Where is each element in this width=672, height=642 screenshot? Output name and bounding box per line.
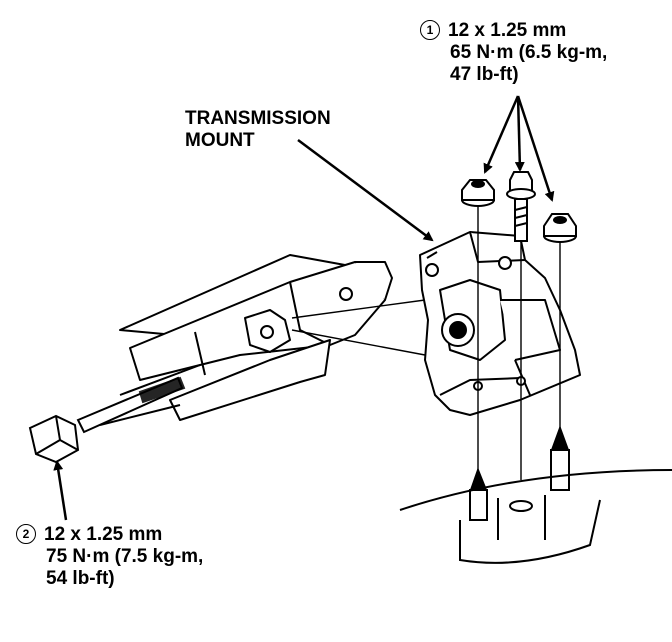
spec-2-arrow (53, 460, 68, 521)
torque-spec-1-size: 12 x 1.25 mm (448, 20, 567, 41)
torque-spec-2-line-3: 54 lb-ft) (46, 568, 115, 589)
torque-spec-2-line-1: 2 12 x 1.25 mm (16, 524, 203, 546)
torque-spec-1-line-1: 1 12 x 1.25 mm (420, 20, 607, 42)
transmission-mount-label-line-2: MOUNT (185, 130, 255, 151)
flange-bolt-icon (506, 171, 536, 242)
torque-spec-2: 2 12 x 1.25 mm 75 N·m (7.5 kg-m, 54 lb-ft… (16, 524, 203, 590)
torque-spec-1: 1 12 x 1.25 mm 65 N·m (6.5 kg-m, 47 lb-ft… (420, 20, 607, 86)
transmission-case-outline (399, 469, 672, 564)
alignment-lines (477, 206, 561, 480)
stud-icon (469, 425, 570, 521)
transmission-mount-label: TRANSMISSION MOUNT (185, 108, 331, 152)
bracket-pin (339, 287, 353, 301)
torque-spec-1-line-2: 65 N·m (6.5 kg-m, (450, 42, 608, 63)
hex-nut-icon (461, 179, 495, 207)
transmission-mount-body (419, 231, 581, 416)
bracket-alignment-line-2 (291, 329, 426, 356)
bracket-alignment-line (291, 299, 426, 319)
torque-spec-1-line-3: 47 lb-ft) (450, 64, 519, 85)
torque-spec-2-size: 12 x 1.25 mm (44, 524, 163, 545)
bracket-bolt-hole (260, 325, 274, 339)
callout-2-badge: 2 (16, 524, 36, 544)
callout-1-badge: 1 (420, 20, 440, 40)
through-bolt-icon (28, 376, 186, 464)
torque-spec-2-line-2: 75 N·m (7.5 kg-m, (46, 546, 204, 567)
mount-leader-line (297, 138, 434, 242)
hex-nut-icon-2 (543, 213, 577, 243)
transmission-mount-label-line-1: TRANSMISSION (185, 108, 331, 129)
spec-1-arrows (483, 95, 555, 202)
